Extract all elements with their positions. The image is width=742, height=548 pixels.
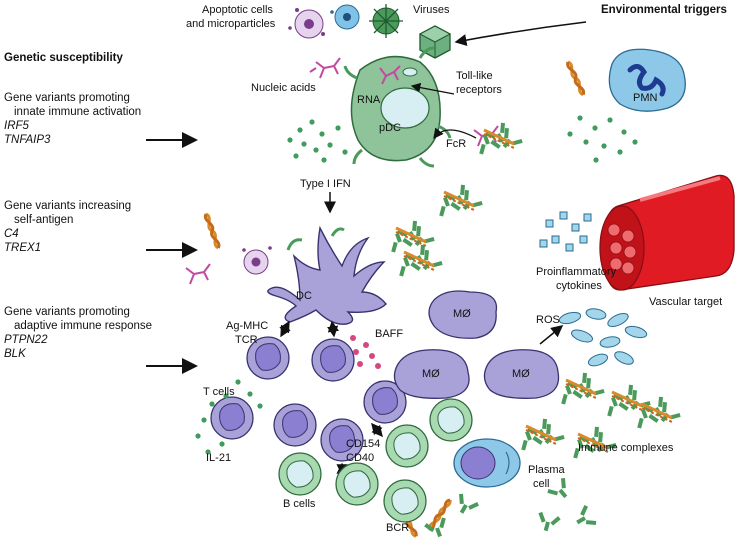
pmn-cell-icon — [608, 48, 686, 112]
plasma-label-2: cell — [533, 478, 550, 490]
genetic-susceptibility-heading: Genetic susceptibility — [4, 52, 123, 64]
type-i-ifn-label: Type I IFN — [300, 178, 351, 190]
rna-label: RNA — [357, 94, 381, 106]
cd154-label: CD154 — [346, 438, 381, 450]
plasma-cell-icon — [453, 438, 521, 488]
adaptive-gene1: PTPN22 — [4, 334, 48, 346]
pdc-cell-icon — [343, 46, 452, 168]
macrophage-label-2: MØ — [422, 368, 440, 380]
adaptive-line1: Gene variants promoting — [4, 306, 130, 318]
cd40-label: CD40 — [346, 452, 375, 464]
ros-icon — [558, 308, 648, 367]
adaptive-line2: adaptive immune response — [14, 320, 153, 332]
nucleic-acids-label: Nucleic acids — [251, 82, 316, 94]
dc-label: DC — [296, 290, 312, 302]
self-antigen-gene2: TREX1 — [4, 242, 42, 254]
il-21-label: IL-21 — [206, 452, 232, 464]
macrophage-label-1: MØ — [453, 308, 471, 320]
innate-line1: Gene variants promoting — [4, 92, 130, 104]
pmn-label: PMN — [633, 92, 658, 104]
cytokines-icon — [539, 211, 592, 252]
macrophages-icon — [393, 290, 560, 399]
innate-gene2: TNFAIP3 — [4, 134, 51, 146]
baff-label: BAFF — [375, 328, 404, 340]
viruses-label: Viruses — [413, 4, 450, 16]
self-antigen-line2: self-antigen — [14, 214, 74, 226]
vascular-target-label: Vascular target — [649, 296, 723, 308]
apoptotic-cells-icon — [288, 4, 360, 39]
adaptive-gene2: BLK — [4, 348, 26, 360]
ag-mhc-label: Ag-MHC — [226, 320, 269, 332]
apoptotic-label-1: Apoptotic cells — [202, 4, 273, 16]
innate-line2: innate immune activation — [14, 106, 142, 118]
ros-label: ROS — [536, 314, 560, 326]
self-antigen-gene1: C4 — [4, 228, 19, 240]
b-cells-label: B cells — [283, 498, 316, 510]
t-cells-label: T cells — [203, 386, 235, 398]
immune-complexes-label: Immune complexes — [578, 442, 674, 454]
type-i-ifn-dots — [287, 115, 638, 163]
baff-dots — [350, 335, 381, 369]
tcr-label: TCR — [235, 334, 258, 346]
apoptotic-label-2: and microparticles — [186, 18, 276, 30]
il-21-dots — [195, 379, 263, 455]
self-antigen-line1: Gene variants increasing — [4, 200, 132, 212]
viruses-icon — [369, 4, 452, 59]
plasma-label-1: Plasma — [528, 464, 565, 476]
dendritic-cell-icon — [267, 225, 387, 325]
proinflammatory-label-2: cytokines — [556, 280, 602, 292]
proinflammatory-label-1: Proinflammatory — [536, 266, 617, 278]
environmental-triggers-heading: Environmental triggers — [601, 4, 727, 16]
pdc-label: pDC — [379, 122, 402, 134]
macrophage-label-3: MØ — [512, 368, 530, 380]
vascular-target-icon — [599, 174, 735, 291]
fcr-label: FcR — [446, 138, 467, 150]
innate-gene1: IRF5 — [4, 120, 29, 132]
tlr-label-2: receptors — [456, 84, 502, 96]
nucleic-acid-icon — [185, 57, 499, 285]
bcr-label: BCR — [386, 522, 410, 534]
tlr-label-1: Toll-like — [456, 70, 493, 82]
